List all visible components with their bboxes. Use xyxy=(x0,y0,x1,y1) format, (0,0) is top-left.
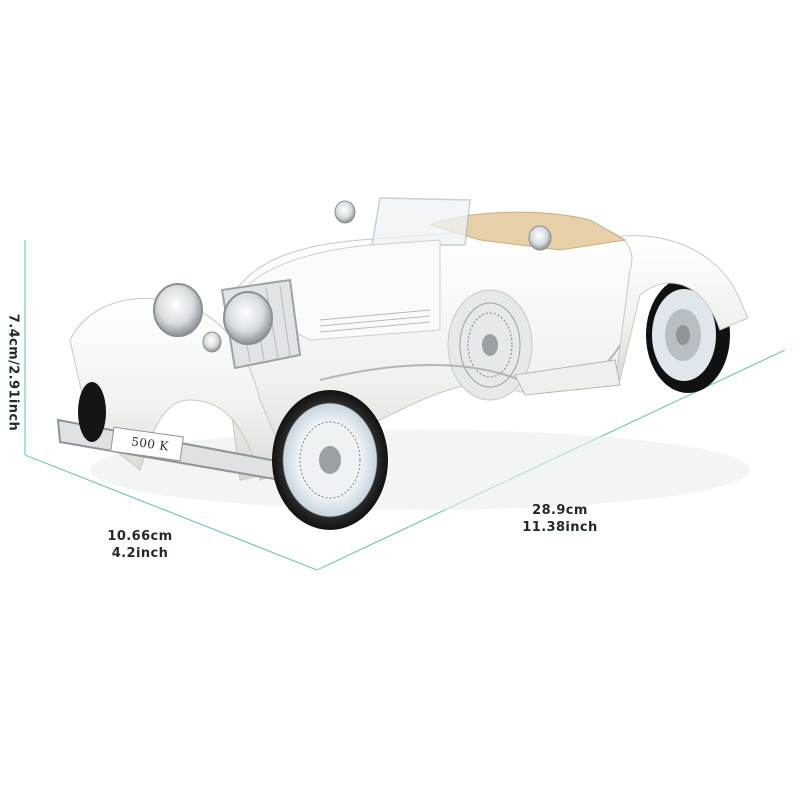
running-board xyxy=(514,359,621,396)
license-plate xyxy=(110,426,184,462)
hood-vents xyxy=(319,309,431,333)
spot-lamp-left xyxy=(334,200,356,224)
front-wheel xyxy=(272,390,388,530)
length-inch: 11.38inch xyxy=(522,520,598,535)
length-label: 28.9cm 11.38inch xyxy=(490,502,630,536)
spot-lamp-right xyxy=(528,225,552,251)
ground-shadow xyxy=(90,430,750,510)
width-cm: 10.66cm xyxy=(107,529,173,544)
side-spare-wheel xyxy=(447,289,533,401)
right-headlamp xyxy=(223,291,273,345)
windshield xyxy=(371,197,471,246)
width-inch: 4.2inch xyxy=(111,546,169,561)
width-label: 10.66cm 4.2inch xyxy=(80,528,200,562)
left-front-tire xyxy=(78,382,106,442)
left-headlamp xyxy=(153,283,203,337)
length-cm: 28.9cm xyxy=(532,503,588,518)
height-label: 7.4cm/2.91inch xyxy=(5,313,21,432)
width-dimension-line xyxy=(24,454,318,571)
fog-lamp xyxy=(202,331,222,353)
